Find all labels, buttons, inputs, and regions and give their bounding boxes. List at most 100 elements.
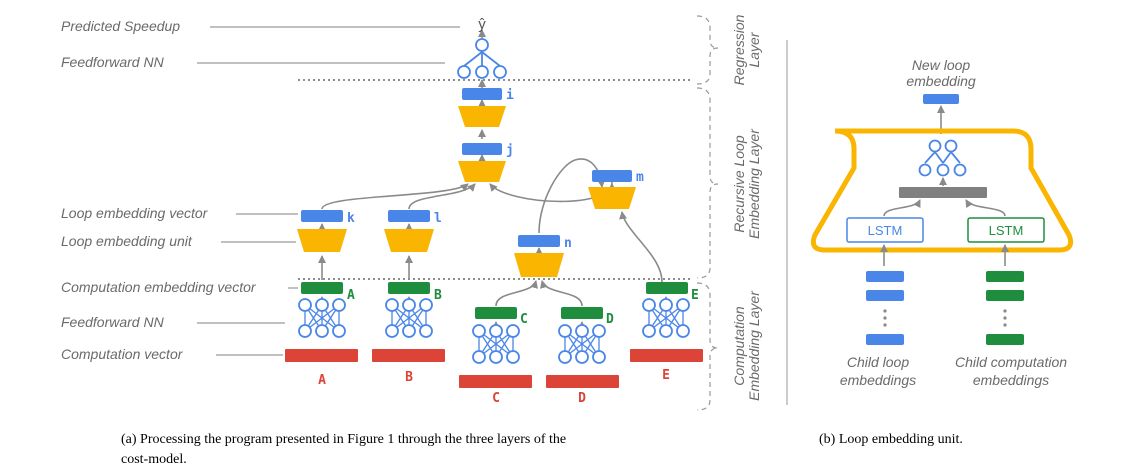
computation-vector-labels: A B C D E: [318, 368, 670, 406]
feedforward-networks: [298, 296, 690, 364]
edge-l-unitj: [408, 183, 476, 210]
nn-edge: [478, 330, 514, 358]
child-loop-stack: [866, 271, 904, 345]
unit-nn-node: [936, 163, 950, 177]
unit-nn-node: [953, 163, 967, 177]
loop-unit-j: [458, 161, 506, 182]
nn-edge: [648, 304, 684, 332]
unit-title-line1: New loop: [912, 57, 971, 73]
child-comp-vector: [986, 334, 1024, 345]
comp-vector-D: [546, 375, 619, 388]
child-computation-label-2: embeddings: [973, 372, 1049, 388]
nn-node: [489, 324, 503, 338]
comp-emb-name-B: B: [434, 288, 442, 303]
child-comp-vector: [986, 271, 1024, 282]
loop-unit-m: [588, 187, 636, 209]
loop-vector-l: [388, 210, 430, 222]
comp-vector-C: [459, 375, 532, 388]
unit-title-line2: embedding: [906, 73, 975, 89]
edge-k-unitj: [321, 183, 469, 210]
comp-vector-B: [372, 349, 445, 362]
nn-node: [315, 298, 329, 312]
nn-node: [332, 298, 346, 312]
child-loop-vector: [866, 271, 904, 282]
nn-top-node: [493, 65, 507, 79]
caption-a-line1: (a) Processing the program presented in …: [121, 432, 566, 447]
label-feedforward-nn-top: Feedforward NN: [61, 54, 165, 70]
regression-network: ŷ: [457, 16, 507, 79]
nn-node: [298, 298, 312, 312]
comp-vector-A: [285, 349, 358, 362]
nn-node: [419, 324, 433, 338]
loop-name-j: j: [506, 143, 514, 158]
lstm-right-box: [967, 217, 1045, 243]
nn-node: [575, 350, 589, 364]
nn-node: [558, 350, 572, 364]
nn-node: [659, 298, 673, 312]
label-feedforward-nn-bottom: Feedforward NN: [61, 314, 165, 330]
computation-embeddings: [301, 282, 688, 319]
child-loop-vector: [866, 334, 904, 345]
comp-embedding-D: [561, 307, 603, 319]
nn-node: [676, 298, 690, 312]
label-loop-embedding-unit: Loop embedding unit: [61, 233, 193, 249]
loop-name-n: n: [564, 236, 572, 251]
loop-vector-labels: i j k l m n: [347, 88, 644, 251]
comp-emb-name-D: D: [606, 312, 614, 327]
nn-node: [472, 324, 486, 338]
loop-units: [297, 106, 636, 277]
nn-edge: [564, 330, 600, 358]
loop-vector-j: [462, 143, 502, 155]
nn-top: [457, 38, 507, 79]
nn-node: [676, 324, 690, 338]
layer-regression-line2: Layer: [746, 31, 762, 67]
output-yhat: ŷ: [478, 16, 486, 33]
nn-node: [575, 324, 589, 338]
unit-nn-node: [928, 139, 942, 153]
layer-recursive-line2: Embedding Layer: [746, 128, 762, 239]
loop-unit-k: [297, 229, 347, 252]
nn-node: [506, 350, 520, 364]
feedforward-nn-E: [642, 296, 690, 338]
nn-node: [489, 350, 503, 364]
comp-embedding-B: [388, 282, 430, 294]
unit-concat-bar: [899, 187, 987, 198]
comp-vector-E: [630, 349, 703, 362]
child-computation-label-1: Child computation: [955, 354, 1067, 370]
child-computation-stack: [986, 271, 1024, 345]
nn-node: [506, 324, 520, 338]
loop-unit-i: [458, 106, 506, 127]
comp-embedding-A: [301, 282, 343, 294]
left-labels: Predicted Speedup Feedforward NN Loop em…: [61, 18, 460, 362]
comp-vec-name-B: B: [405, 370, 413, 385]
unit-edge-lstm-left: [883, 199, 921, 217]
layer-label-computation: Computation Embedding Layer: [731, 290, 762, 401]
ellipsis-dot: [883, 316, 887, 320]
edge-E-unitm: [619, 211, 663, 283]
child-loop-vector: [866, 290, 904, 301]
loop-unit-n: [514, 253, 564, 277]
nn-node: [385, 324, 399, 338]
nn-node: [642, 324, 656, 338]
feedforward-nn-C: [472, 321, 520, 364]
nn-node: [592, 324, 606, 338]
comp-vec-name-C: C: [492, 391, 500, 406]
comp-embedding-E: [646, 282, 688, 294]
unit-container: [810, 128, 1074, 253]
ellipsis-dot: [883, 323, 887, 327]
feedforward-nn-A: [298, 296, 346, 338]
loop-vector-k: [301, 210, 343, 222]
caption-b: (b) Loop embedding unit.: [819, 432, 963, 447]
layer-label-regression: Regression Layer: [731, 14, 762, 85]
edge-C-unitn: [495, 280, 538, 307]
loop-vector-m: [592, 170, 632, 182]
brace-regression: [696, 15, 719, 85]
layer-braces: [696, 15, 719, 411]
child-loop-label-1: Child loop: [847, 354, 909, 370]
brace-computation: [696, 282, 719, 411]
nn-node: [642, 298, 656, 312]
nn-node: [315, 324, 329, 338]
unit-nn-node: [918, 163, 932, 177]
